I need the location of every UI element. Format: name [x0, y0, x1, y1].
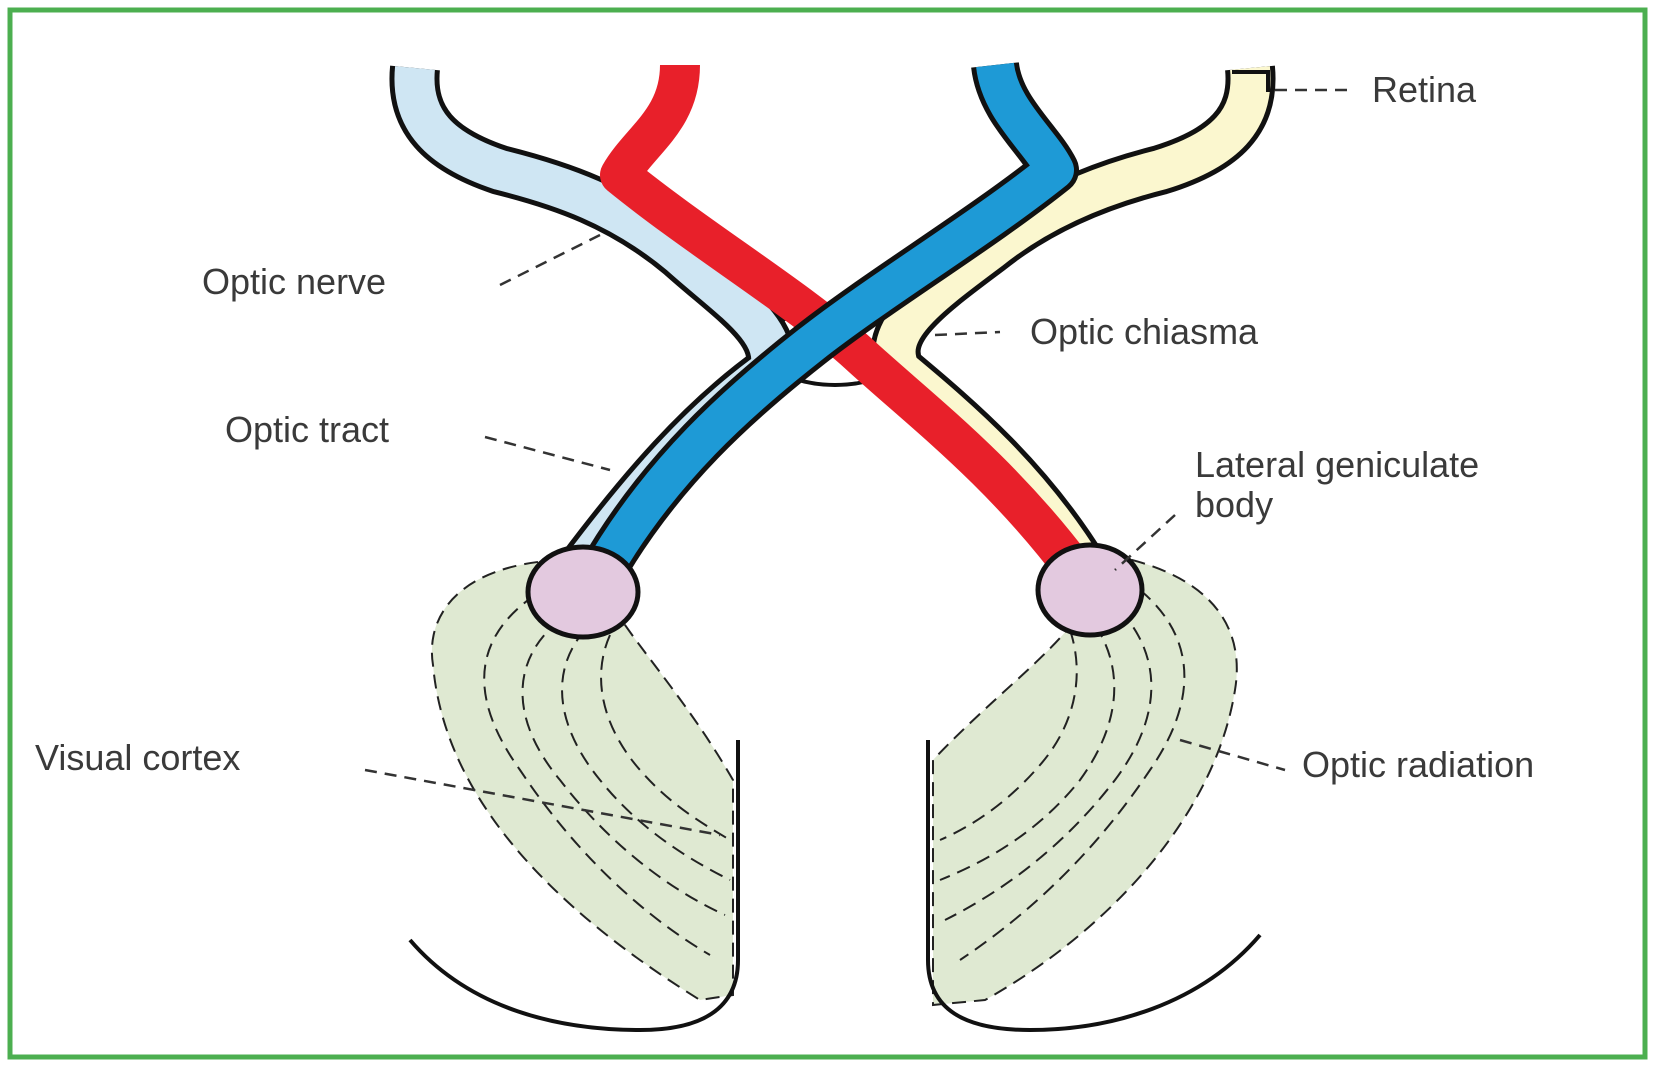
label-lateral-geniculate-line1: Lateral geniculate — [1195, 445, 1479, 485]
leader-lateral-geniculate — [1115, 515, 1175, 570]
label-lateral-geniculate-body: Lateral geniculate body — [1195, 445, 1479, 525]
leader-optic-nerve — [500, 235, 600, 285]
label-optic-tract: Optic tract — [225, 410, 389, 450]
leader-optic-tract — [485, 437, 610, 470]
leader-optic-chiasma — [935, 332, 1000, 335]
label-optic-chiasma: Optic chiasma — [1030, 312, 1258, 352]
frame-border — [10, 10, 1645, 1057]
left-lateral-geniculate-body — [528, 547, 638, 637]
label-retina: Retina — [1372, 70, 1476, 110]
label-optic-nerve: Optic nerve — [202, 262, 386, 302]
label-optic-radiation: Optic radiation — [1302, 745, 1534, 785]
label-visual-cortex: Visual cortex — [35, 738, 240, 778]
label-lateral-geniculate-line2: body — [1195, 485, 1479, 525]
